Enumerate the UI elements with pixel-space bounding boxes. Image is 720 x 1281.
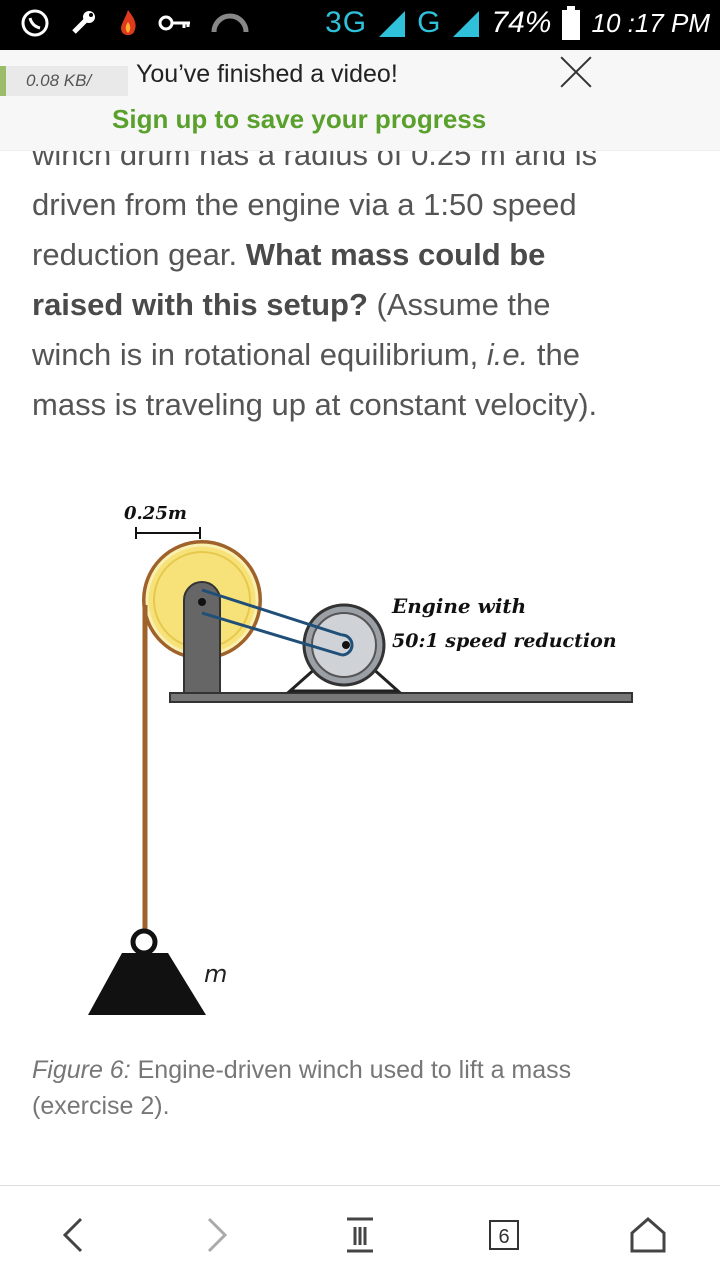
radius-label: 0.25m (124, 503, 187, 524)
status-bar: 3G G 74% 10 :17 PM (0, 0, 720, 50)
text-line: reduction gear. What mass could be (32, 230, 692, 280)
home-button[interactable] (624, 1211, 672, 1259)
network-type: 3G (325, 6, 368, 39)
italic-span: i.e. (486, 337, 529, 372)
home-icon (630, 1217, 666, 1253)
battery-percent: 74% (491, 6, 552, 39)
wrench-icon (72, 11, 95, 34)
tab-count: 6 (489, 1220, 519, 1250)
engine-pulley-outline (341, 633, 354, 657)
battery-icon (562, 6, 581, 40)
close-icon[interactable] (555, 52, 595, 92)
weight-mass (88, 953, 206, 1015)
menu-icon (347, 1217, 373, 1253)
key-icon (158, 15, 190, 31)
text-line: mass is traveling up at constant velocit… (32, 387, 598, 422)
network-type-2: G (417, 6, 442, 39)
text-line: raised with this setup? (Assume the (32, 280, 692, 330)
back-button[interactable] (48, 1211, 96, 1259)
winch-stand (183, 581, 221, 694)
network-speed-overlay: 0.08 KB/ (0, 66, 128, 96)
text-span: (Assume the (367, 287, 551, 322)
bold-question: What mass could be (245, 237, 546, 272)
drive-belt (201, 588, 343, 657)
status-right: 3G G 74% 10 :17 PM (325, 6, 710, 40)
engine-label: Engine with (391, 594, 526, 618)
forward-button[interactable] (194, 1211, 242, 1259)
clock: 10 :17 PM (591, 7, 710, 38)
browser-nav-bar: 6 (0, 1185, 720, 1281)
exercise-text: winch drum has a radius of 0.25 m and is… (32, 130, 692, 430)
engine-axle (342, 641, 350, 649)
mass-label: m (204, 960, 227, 988)
whatsapp-icon (21, 9, 49, 37)
figure-caption: Figure 6: Engine-driven winch used to li… (32, 1052, 672, 1124)
menu-button[interactable] (336, 1211, 384, 1259)
status-icons (20, 8, 250, 38)
winch-diagram: 0.25m Engine with 50:1 speed reduction m (88, 503, 633, 1015)
chevron-left-icon (62, 1217, 83, 1253)
banner-title: You’ve finished a video! (136, 60, 398, 88)
engine-label-2: 50:1 speed reduction (392, 630, 617, 652)
text-span: winch is in rotational equilibrium, (32, 337, 487, 372)
speedometer-icon (211, 13, 249, 33)
flame-icon (121, 10, 136, 35)
caption-text: Engine-driven winch used to lift a mass … (32, 1056, 572, 1120)
signal-icon (379, 11, 406, 37)
text-line: driven from the engine via a 1:50 speed (32, 187, 577, 222)
text-span: reduction gear. (32, 237, 246, 272)
bold-question: raised with this setup? (32, 287, 368, 322)
weight-ring (130, 928, 158, 956)
caption-label: Figure 6: (32, 1056, 131, 1084)
base-rail (169, 692, 633, 703)
winch-axle (198, 598, 206, 606)
chevron-right-icon (207, 1217, 228, 1253)
text-span: the (528, 337, 580, 372)
tabs-button[interactable]: 6 (480, 1211, 528, 1259)
text-line: winch is in rotational equilibrium, i.e.… (32, 330, 692, 380)
signal-icon-2 (453, 11, 480, 37)
signup-link[interactable]: Sign up to save your progress (112, 104, 487, 134)
